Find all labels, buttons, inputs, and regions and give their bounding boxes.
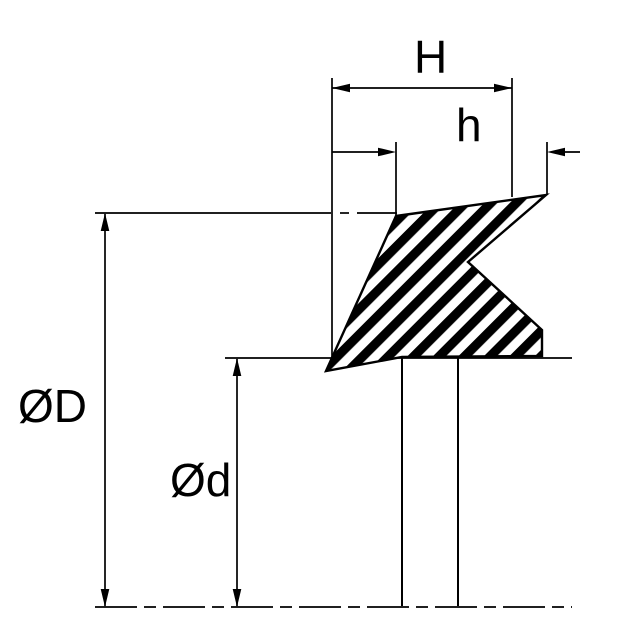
arrowhead-up-icon (100, 213, 110, 231)
seal-section-profile (323, 193, 550, 373)
arrowhead-right-icon (494, 83, 512, 93)
arrowhead-inward-right-icon (547, 147, 565, 157)
bore-lines (401, 358, 459, 606)
arrowhead-up-icon (232, 358, 242, 376)
label-lip-width: h (456, 99, 482, 151)
arrowhead-inward-left-icon (378, 147, 396, 157)
dimension-lip-width-h (332, 142, 580, 215)
arrowhead-left-icon (332, 83, 350, 93)
label-inner-diameter: Ød (170, 454, 232, 506)
label-overall-width: H (414, 31, 448, 83)
label-outer-diameter: ØD (18, 380, 87, 432)
arrowhead-down-icon (232, 589, 242, 607)
dimension-outer-diameter (100, 213, 110, 607)
dimension-overall-width-H (331, 78, 513, 371)
dimension-inner-diameter (232, 358, 242, 607)
arrowhead-down-icon (100, 589, 110, 607)
